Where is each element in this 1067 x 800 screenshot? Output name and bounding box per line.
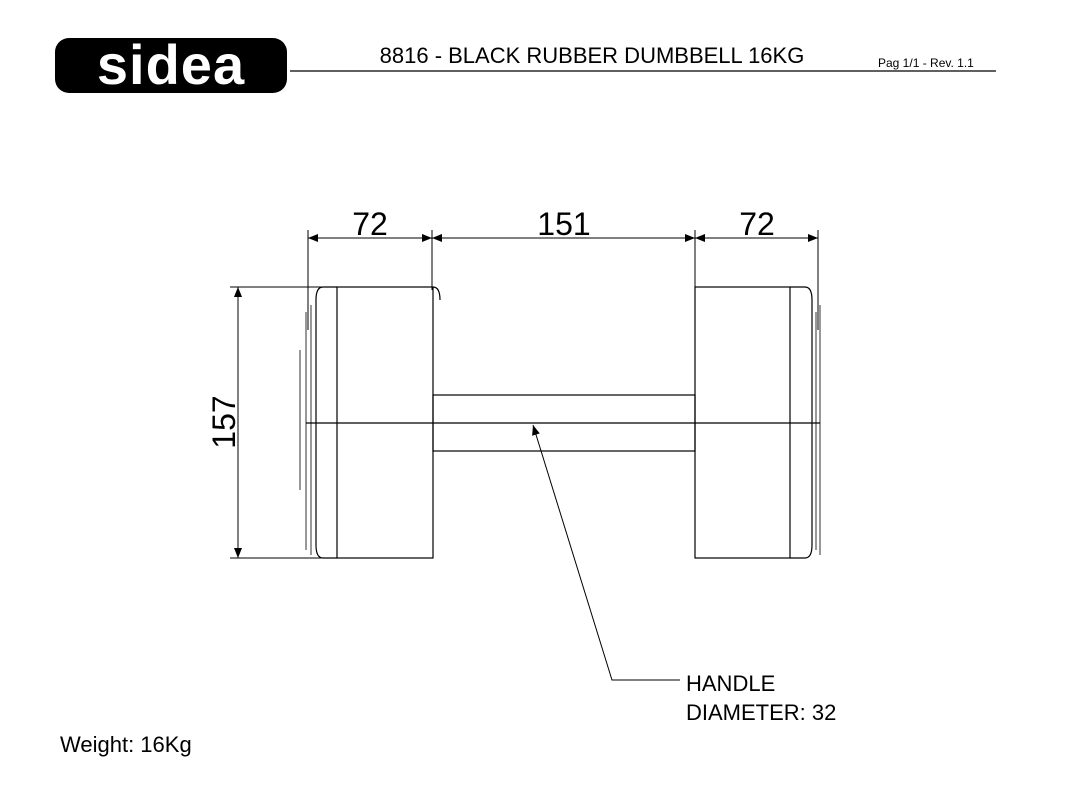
dimension-height: 157 [206, 395, 242, 448]
callout-handle: HANDLE [686, 671, 775, 696]
svg-text:sidea: sidea [97, 33, 245, 96]
weight-label: Weight: 16Kg [60, 732, 192, 757]
dumbbell-outline [299, 286, 821, 559]
dimension-lines [230, 230, 819, 681]
sidea-logo: sidea [55, 33, 287, 96]
dimension-right-plate: 72 [739, 206, 775, 242]
right-plate-hub [815, 305, 821, 555]
callout-diameter: DIAMETER: 32 [686, 700, 836, 725]
page-info: Pag 1/1 - Rev. 1.1 [878, 56, 974, 70]
left-plate-hub [299, 305, 312, 555]
document-title: 8816 - BLACK RUBBER DUMBBELL 16KG [380, 43, 805, 68]
dimension-handle-length: 151 [537, 206, 590, 242]
dimension-left-plate: 72 [352, 206, 388, 242]
